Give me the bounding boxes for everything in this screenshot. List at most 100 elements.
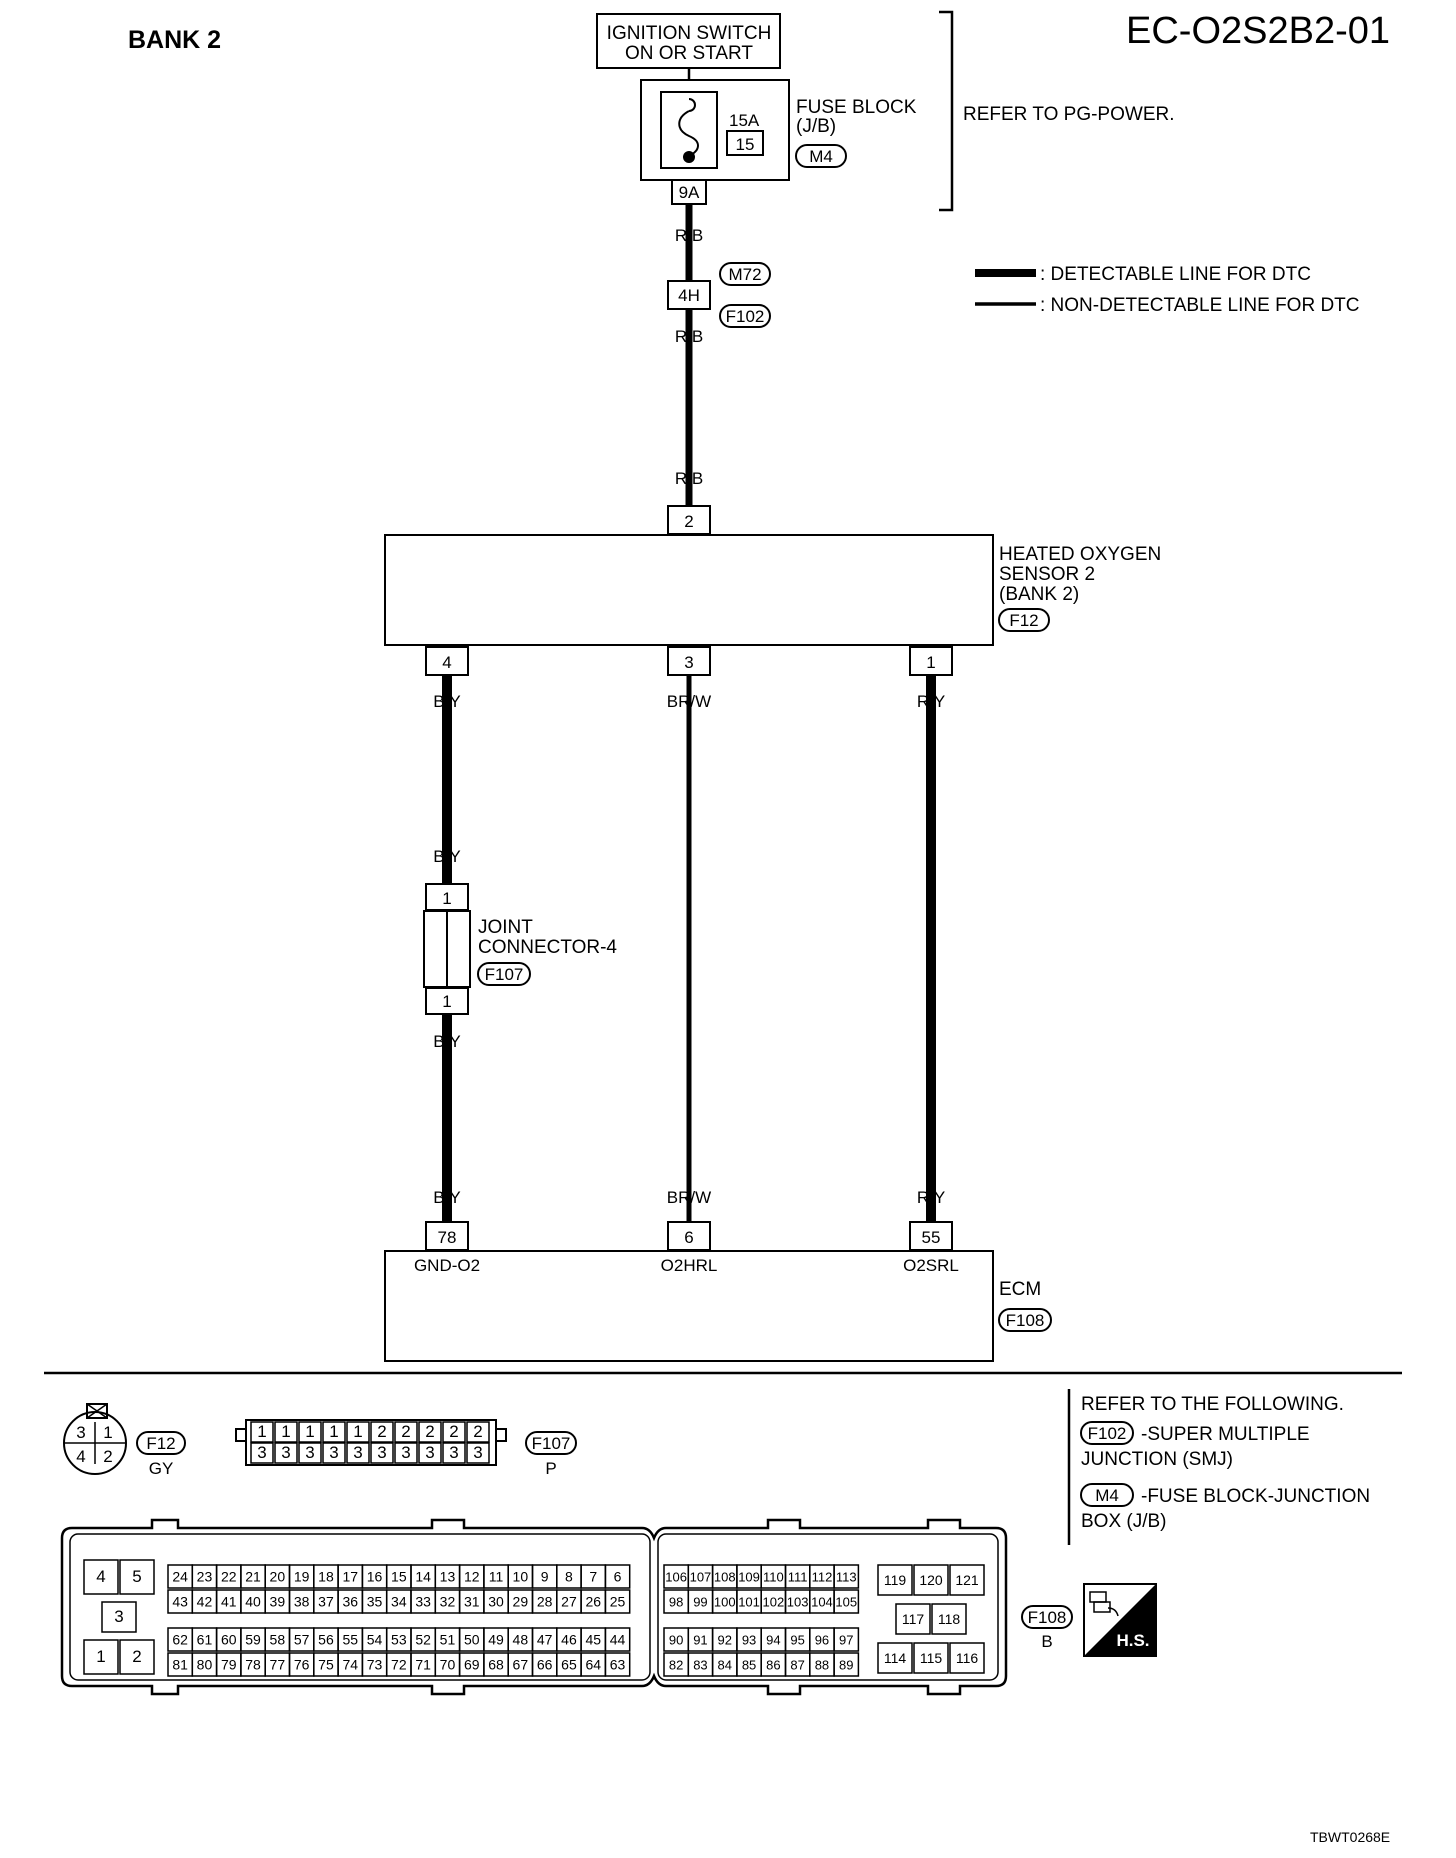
fuse-block: 15A 15: [640, 79, 790, 181]
ignition-label-1: IGNITION SWITCH: [607, 23, 772, 44]
f108-pin: 20: [270, 1569, 286, 1585]
f108-pin-cell: [83, 1559, 119, 1595]
sensor-label-3: (BANK 2): [999, 584, 1079, 605]
f108-pin: 4: [96, 1567, 105, 1586]
wire-brw-1: BR/W: [667, 692, 711, 711]
f108-pin: 118: [938, 1611, 961, 1627]
legend-non-detectable: : NON-DETECTABLE LINE FOR DTC: [1040, 295, 1360, 316]
f108-pin-cell: [119, 1559, 155, 1595]
f108-pin: 51: [440, 1632, 456, 1648]
f108-pin: 46: [561, 1632, 577, 1648]
fuse-number: 15: [736, 135, 755, 154]
f107-pin: 1: [353, 1422, 362, 1441]
f108-pin-cell: [877, 1564, 913, 1596]
f108-pin: 80: [197, 1657, 213, 1673]
f108-pin: 5: [132, 1567, 141, 1586]
f108-pin: 48: [513, 1632, 529, 1648]
wire-by-1: B/Y: [433, 692, 460, 711]
sensor-pin-b: 3: [684, 653, 693, 672]
f108-pin: 35: [367, 1594, 383, 1610]
f107-pin-cell: [442, 1421, 466, 1443]
f108-pin: 70: [440, 1657, 456, 1673]
f108-pin: 73: [367, 1657, 383, 1673]
f108-pin: 36: [342, 1594, 358, 1610]
ecm-term-b: O2HRL: [661, 1256, 718, 1275]
f108-pin: 86: [766, 1658, 780, 1673]
f107-pin: 3: [473, 1443, 482, 1462]
f108-pin: 83: [693, 1658, 707, 1673]
f108-pin: 90: [669, 1633, 683, 1648]
f108-pin-cell: [833, 1589, 860, 1614]
f108-pin: 53: [391, 1632, 407, 1648]
f108-pin-cell: [604, 1564, 631, 1589]
f107-pin: 1: [257, 1422, 266, 1441]
refer-item2-line1: -FUSE BLOCK-JUNCTION: [1141, 1486, 1370, 1507]
f12-color: GY: [149, 1459, 174, 1478]
f108-pin: 30: [488, 1594, 504, 1610]
f108-pin: 102: [762, 1595, 784, 1610]
f107-pin-cell: [466, 1442, 490, 1464]
joint-conn: F107: [485, 965, 524, 984]
f107-pin-cell: [370, 1442, 394, 1464]
hs-badge: H.S.: [1083, 1583, 1157, 1657]
sensor-conn: F12: [1009, 611, 1038, 630]
f107-color: P: [545, 1459, 556, 1478]
f107-pin-cell: [418, 1421, 442, 1443]
f108-pin-cell: [949, 1642, 985, 1674]
f108-pin: 94: [766, 1633, 780, 1648]
f108-pin: 32: [440, 1594, 456, 1610]
f108-pin: 63: [610, 1657, 626, 1673]
refer-item1-conn: F102: [1088, 1424, 1127, 1443]
bank-label: BANK 2: [128, 26, 221, 54]
legend-detectable: : DETECTABLE LINE FOR DTC: [1040, 264, 1311, 285]
f107-pin: 2: [425, 1422, 434, 1441]
f107-pin: 2: [401, 1422, 410, 1441]
smj-conn-top: M72: [728, 265, 761, 284]
f108-pin: 84: [718, 1658, 732, 1673]
joint-pin-top: 1: [442, 889, 451, 908]
f108-pin: 6: [614, 1569, 622, 1585]
f107-pin-cell: [274, 1442, 298, 1464]
f107-pin-cell: [250, 1442, 274, 1464]
sensor-label-1: HEATED OXYGEN: [999, 544, 1161, 565]
f107-pin: 3: [305, 1443, 314, 1462]
f108-pin: 57: [294, 1632, 310, 1648]
f108-pin-cell: [833, 1652, 860, 1677]
f12-conn: F12: [146, 1434, 175, 1453]
f108-pin: 29: [513, 1594, 529, 1610]
f107-pin-cell: [346, 1421, 370, 1443]
refer-following-title: REFER TO THE FOLLOWING.: [1081, 1394, 1344, 1415]
f12-connector-face: 3 1 4 2 F12 GY: [63, 1403, 186, 1478]
ignition-label-2: ON OR START: [625, 43, 753, 64]
f108-pin: 9: [541, 1569, 549, 1585]
f108-pin-cell: [895, 1603, 931, 1635]
f108-pin-cell: [913, 1642, 949, 1674]
f107-pin-cell: [346, 1442, 370, 1464]
f108-pin-cell: [949, 1564, 985, 1596]
f108-pin: 27: [561, 1594, 577, 1610]
f107-pin-cell: [370, 1421, 394, 1443]
f108-pin: 49: [488, 1632, 504, 1648]
f108-pin: 113: [836, 1570, 857, 1585]
f108-pin: 120: [919, 1572, 943, 1588]
fuse-block-label-2: (J/B): [796, 116, 836, 137]
wire-rb-1: R/B: [675, 226, 703, 245]
f108-pin: 82: [669, 1658, 683, 1673]
f108-pin-cell: [877, 1642, 913, 1674]
f108-pin: 52: [415, 1632, 431, 1648]
f108-pin: 23: [197, 1569, 213, 1585]
sensor-pin-c: 1: [926, 653, 935, 672]
f108-pin: 115: [920, 1650, 943, 1666]
f107-pin-cell: [322, 1442, 346, 1464]
f108-pin: 41: [221, 1594, 237, 1610]
f108-pin: 65: [561, 1657, 577, 1673]
f107-pin-cell: [298, 1421, 322, 1443]
f108-pin: 34: [391, 1594, 407, 1610]
f108-pin: 39: [270, 1594, 286, 1610]
f108-pin: 111: [788, 1570, 808, 1585]
refer-item2-conn: M4: [1095, 1486, 1119, 1505]
f108-pin: 98: [669, 1595, 683, 1610]
hs-badge-text: H.S.: [1116, 1631, 1149, 1650]
